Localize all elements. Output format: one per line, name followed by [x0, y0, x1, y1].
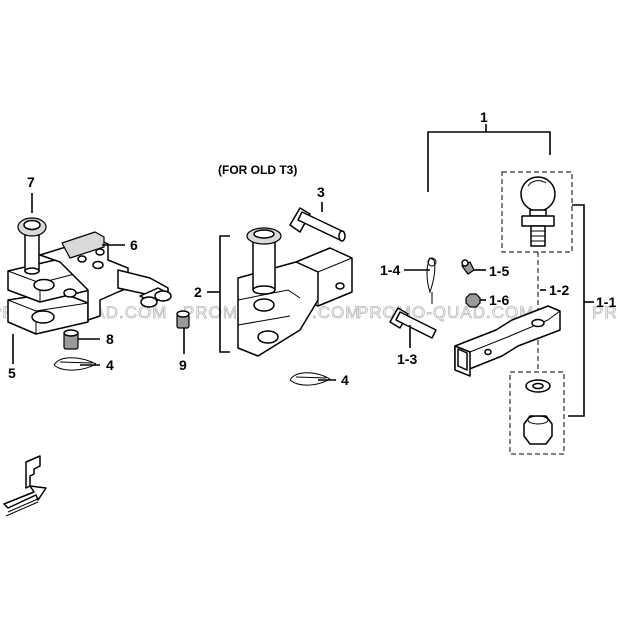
bent-pin-tip	[338, 230, 346, 242]
hair-clip-loop	[427, 257, 437, 267]
bracket-hole-2	[95, 248, 105, 256]
upper-plate-small-hole	[63, 288, 77, 298]
clevis-hole-lower	[257, 330, 279, 344]
callout-1-1: 1-1	[596, 294, 616, 310]
pin-tip	[24, 267, 40, 275]
callout-4-left: 4	[106, 357, 114, 373]
small-nut	[465, 293, 481, 308]
bracket-1-1	[568, 204, 585, 417]
ball-dashed-box	[501, 171, 573, 253]
bent-pin-shaft	[297, 211, 345, 241]
bracket-2	[219, 235, 230, 353]
ball-shank-thread	[531, 230, 545, 242]
ball-mount-assembly	[389, 171, 594, 455]
ball-collar	[521, 215, 555, 227]
pin-head-top	[23, 219, 41, 231]
hitch-pin-shaft	[395, 311, 437, 339]
drawbar-ball-hole	[531, 318, 545, 328]
receiver-tube-hole	[335, 282, 345, 290]
bracket-hole-3	[77, 255, 87, 263]
lock-washer-hole	[532, 382, 544, 390]
front-direction-arrow-icon	[3, 455, 47, 517]
callout-6: 6	[130, 237, 138, 253]
callout-4-center: 4	[341, 372, 349, 388]
clip-4-center	[289, 372, 331, 386]
clevis-hole-upper	[253, 298, 275, 312]
clip-4-left	[53, 357, 97, 371]
callout-1: 1	[480, 109, 488, 125]
bracket-flange	[61, 231, 105, 259]
nut-dashed-box	[509, 371, 565, 455]
ball-neck	[529, 209, 547, 217]
callout-7: 7	[27, 174, 35, 190]
clevis-pin-shaft	[252, 239, 276, 291]
pin-shaft	[24, 234, 40, 272]
arrow-stripes	[5, 497, 41, 517]
bolt-9-top	[176, 310, 190, 318]
clevis-edges	[237, 289, 301, 326]
clevis-body	[237, 261, 319, 357]
front-letter-f	[25, 455, 41, 489]
callout-1-2: 1-2	[549, 282, 569, 298]
drawbar-end-inner	[457, 348, 468, 371]
bushing-end	[154, 290, 172, 302]
callout-8: 8	[106, 331, 114, 347]
bolt-8-top	[63, 329, 79, 337]
clevis-pin-tip	[252, 285, 276, 295]
upper-plate-hole	[33, 278, 55, 292]
callout-9: 9	[179, 357, 187, 373]
callout-1-5: 1-5	[489, 263, 509, 279]
watermark-edge: PROMO-QUAD.COM	[592, 303, 618, 322]
bracket-hole-1	[92, 260, 104, 270]
hitch-bracket-assembly	[7, 217, 190, 371]
callout-1-3: 1-3	[397, 351, 417, 367]
bushing-front	[140, 296, 158, 308]
callout-2: 2	[194, 284, 202, 300]
lower-plate-hole	[31, 310, 55, 324]
grease-fitting-tip	[461, 259, 469, 267]
nut-top	[527, 415, 549, 425]
callout-5: 5	[8, 365, 16, 381]
callout-1-6: 1-6	[489, 292, 509, 308]
drawbar-pin-hole	[484, 348, 492, 356]
arrow-shape	[3, 485, 47, 509]
old-t3-hitch-assembly	[237, 207, 353, 386]
callout-3: 3	[317, 184, 325, 200]
callout-1-4: 1-4	[380, 262, 400, 278]
hair-clip	[426, 257, 436, 304]
note-for-old-t3: (FOR OLD T3)	[218, 163, 297, 177]
hitch-ball	[520, 176, 556, 212]
clevis-pin-head-top	[253, 229, 275, 239]
hitch-ball-highlight	[527, 180, 547, 187]
bracket-body	[39, 237, 129, 321]
bracket-1	[427, 131, 551, 192]
